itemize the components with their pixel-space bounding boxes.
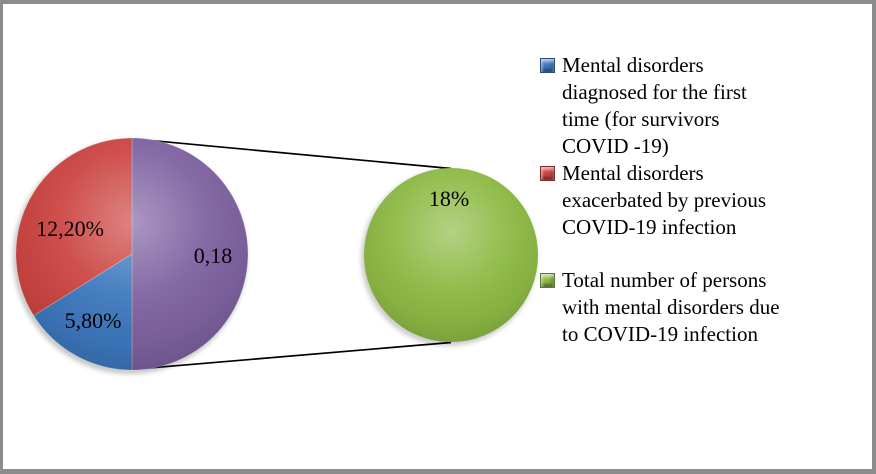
label-blue-slice: 5,80% (65, 308, 122, 333)
legend-marker-blue-icon (540, 58, 555, 73)
legend-item-first-time: Mental disorders diagnosed for the first… (540, 52, 865, 160)
legend-item-exacerbated: Mental disorders exacerbated by previous… (540, 160, 865, 241)
main-pie-gloss-overlay (16, 138, 248, 370)
legend-label-total: Total number of persons with mental diso… (562, 268, 780, 346)
label-green-pie: 18% (429, 186, 469, 211)
connector-line-bottom (133, 341, 452, 371)
secondary-pie-gloss-overlay (364, 168, 538, 342)
connector-line-top (132, 137, 452, 170)
legend-marker-red-icon (540, 166, 555, 181)
label-red-slice: 12,20% (36, 216, 104, 241)
legend-item-total: Total number of persons with mental diso… (540, 267, 865, 348)
label-purple-slice: 0,18 (194, 243, 233, 268)
legend-marker-green-icon (540, 273, 555, 288)
chart-legend: Mental disorders diagnosed for the first… (540, 52, 865, 348)
legend-label-exacerbated: Mental disorders exacerbated by previous… (562, 161, 767, 239)
legend-label-first-time: Mental disorders diagnosed for the first… (562, 53, 747, 158)
